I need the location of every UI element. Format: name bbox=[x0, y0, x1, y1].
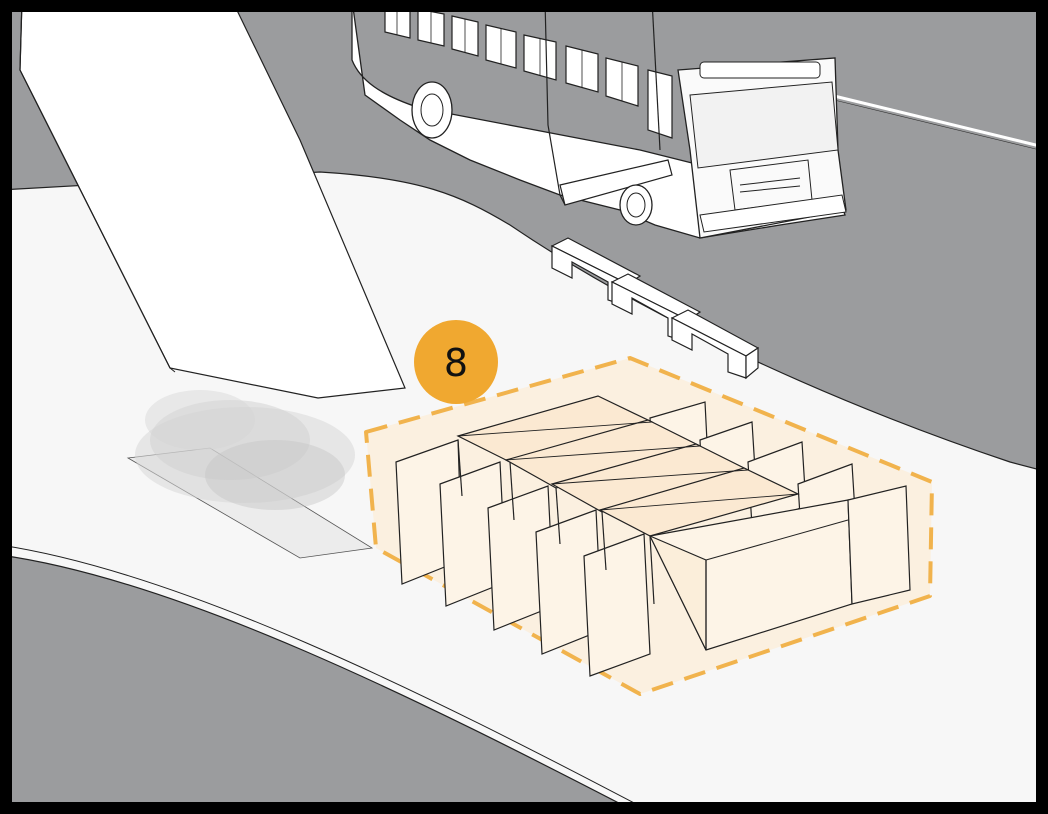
callout-number: 8 bbox=[444, 341, 468, 385]
callout-badge: 8 bbox=[414, 320, 498, 404]
